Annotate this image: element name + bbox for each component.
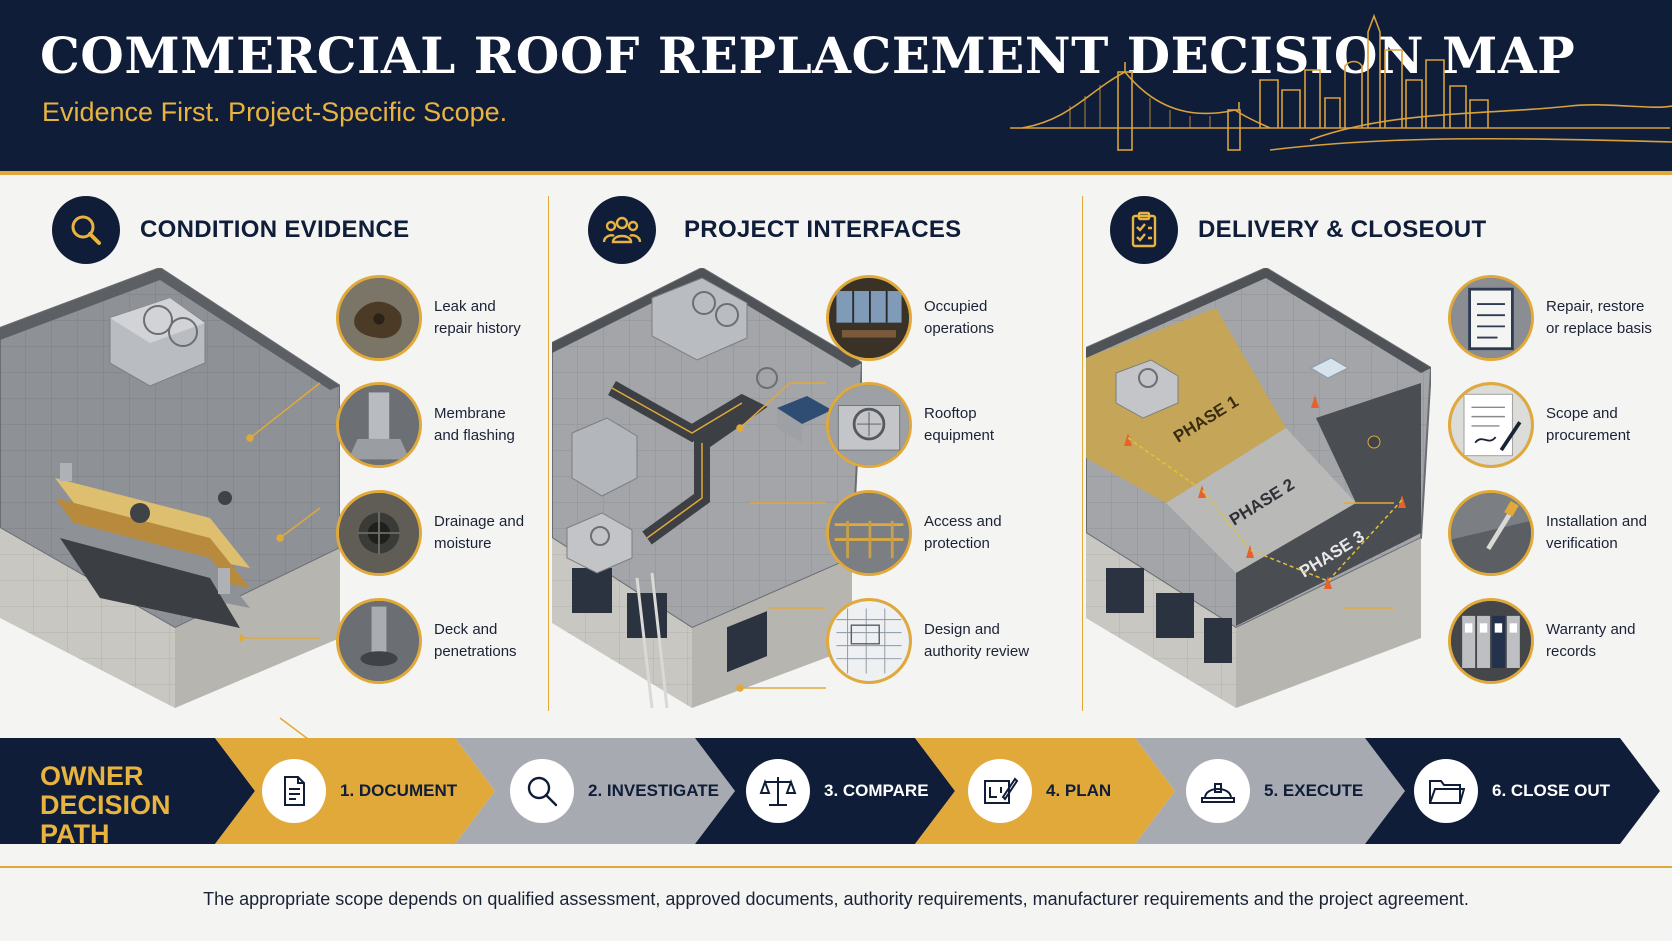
step-close-out[interactable]: 6. CLOSE OUT <box>1414 738 1610 844</box>
footnote-disclaimer: The appropriate scope depends on qualifi… <box>203 889 1469 909</box>
callout-line: procurement <box>1546 427 1631 444</box>
callout-line: Repair, restore <box>1546 298 1645 315</box>
callout-line: Warranty and <box>1546 621 1636 638</box>
callout-leader-lines <box>1344 502 1394 609</box>
callout-installation-verification: Installation and verification <box>1448 490 1661 576</box>
office-interior-icon <box>826 275 912 361</box>
roof-cutaway-illustration <box>0 268 340 708</box>
seam-probe-icon <box>1448 490 1534 576</box>
clipboard-check-icon <box>1110 196 1178 264</box>
callout-line: Installation and <box>1546 513 1647 530</box>
column-divider <box>1082 196 1083 711</box>
step-plan[interactable]: 4. PLAN <box>968 738 1111 844</box>
step-label: 6. CLOSE OUT <box>1492 781 1611 800</box>
callout-design-authority-review: Design and authority review <box>826 598 1039 684</box>
roof-drain-icon <box>336 490 422 576</box>
callout-line: penetrations <box>434 643 517 660</box>
section-title: PROJECT INTERFACES <box>684 216 962 243</box>
plan-pencil-icon <box>968 759 1032 823</box>
callout-repair-basis: Repair, restore or replace basis <box>1448 275 1661 361</box>
flashing-icon <box>336 382 422 468</box>
callout-line: Drainage and <box>434 513 525 530</box>
callout-access-protection: Access and protection <box>826 490 1039 576</box>
callout-line: Leak and <box>434 298 496 315</box>
callout-leader-lines <box>736 382 826 692</box>
roof-equipment-illustration <box>552 268 862 708</box>
callout-line: repair history <box>434 320 521 337</box>
checklist-clipboard-icon <box>1448 275 1534 361</box>
callout-line: Access and <box>924 513 1002 530</box>
leak-stain-icon <box>336 275 422 361</box>
callout-line: protection <box>924 535 990 552</box>
step-label: 4. PLAN <box>1046 781 1112 800</box>
binders-icon <box>1448 598 1534 684</box>
header-banner: COMMERCIAL ROOF REPLACEMENT DECISION MAP… <box>0 0 1672 175</box>
callout-rooftop-equipment: Rooftop equipment <box>826 382 1039 468</box>
magnifier-icon <box>52 196 120 264</box>
callout-line: Occupied <box>924 298 988 315</box>
bridge-skyline-illustration <box>1010 13 1672 151</box>
callout-line: Membrane <box>434 405 506 422</box>
pipe-penetration-icon <box>336 598 422 684</box>
scales-icon <box>746 759 810 823</box>
folder-icon <box>1414 759 1478 823</box>
people-group-icon <box>588 196 656 264</box>
path-title-line: DECISION PATH <box>40 790 171 849</box>
page-title: COMMERCIAL ROOF REPLACEMENT DECISION MAP <box>40 26 1576 85</box>
step-label: 2. INVESTIGATE <box>588 781 719 800</box>
step-label: 1. DOCUMENT <box>340 781 458 800</box>
callout-line: Design and <box>924 621 1000 638</box>
step-label: 5. EXECUTE <box>1264 781 1364 800</box>
step-execute[interactable]: 5. EXECUTE <box>1186 738 1363 844</box>
callout-line: Rooftop <box>924 405 977 422</box>
blueprint-icon <box>826 598 912 684</box>
callout-line: verification <box>1546 535 1618 552</box>
callout-line: Deck and <box>434 621 498 638</box>
callout-line: equipment <box>924 427 995 444</box>
step-investigate[interactable]: 2. INVESTIGATE <box>510 738 719 844</box>
magnifier-icon <box>510 759 574 823</box>
hvac-unit-icon <box>826 382 912 468</box>
step-label: 3. COMPARE <box>824 781 929 800</box>
column-divider <box>548 196 549 711</box>
callout-membrane-flashing: Membrane and flashing <box>336 382 549 468</box>
callout-warranty-records: Warranty and records <box>1448 598 1661 684</box>
footer-divider <box>0 866 1672 868</box>
callout-deck-penetrations: Deck and penetrations <box>336 598 549 684</box>
path-title-line: OWNER <box>40 761 144 791</box>
path-chevron-intro <box>0 738 255 844</box>
hard-hat-icon <box>1186 759 1250 823</box>
section-project-interfaces: PROJECT INTERFACES <box>550 180 1082 710</box>
callout-line: moisture <box>434 535 492 552</box>
document-icon <box>262 759 326 823</box>
callout-leader-lines <box>240 382 321 749</box>
step-document[interactable]: 1. DOCUMENT <box>262 738 457 844</box>
section-delivery-closeout: DELIVERY & CLOSEOUT PHASE 1 PHASE 2 PHAS… <box>1084 180 1672 710</box>
callout-line: or replace basis <box>1546 320 1652 337</box>
callout-occupied-operations: Occupied operations <box>826 275 1039 361</box>
signed-document-icon <box>1448 382 1534 468</box>
guardrail-icon <box>826 490 912 576</box>
callout-line: Scope and <box>1546 405 1618 422</box>
section-title: CONDITION EVIDENCE <box>140 216 410 243</box>
callout-drainage-moisture: Drainage and moisture <box>336 490 549 576</box>
callout-line: authority review <box>924 643 1030 660</box>
callout-line: records <box>1546 643 1597 660</box>
phased-roof-illustration: PHASE 1 PHASE 2 PHASE 3 <box>1086 268 1431 708</box>
section-title: DELIVERY & CLOSEOUT <box>1198 216 1487 243</box>
callout-line: and flashing <box>434 427 515 444</box>
step-compare[interactable]: 3. COMPARE <box>746 738 929 844</box>
callout-line: operations <box>924 320 995 337</box>
callout-scope-procurement: Scope and procurement <box>1448 382 1661 468</box>
page-subtitle: Evidence First. Project-Specific Scope. <box>42 97 508 127</box>
callout-leak-history: Leak and repair history <box>336 275 549 361</box>
